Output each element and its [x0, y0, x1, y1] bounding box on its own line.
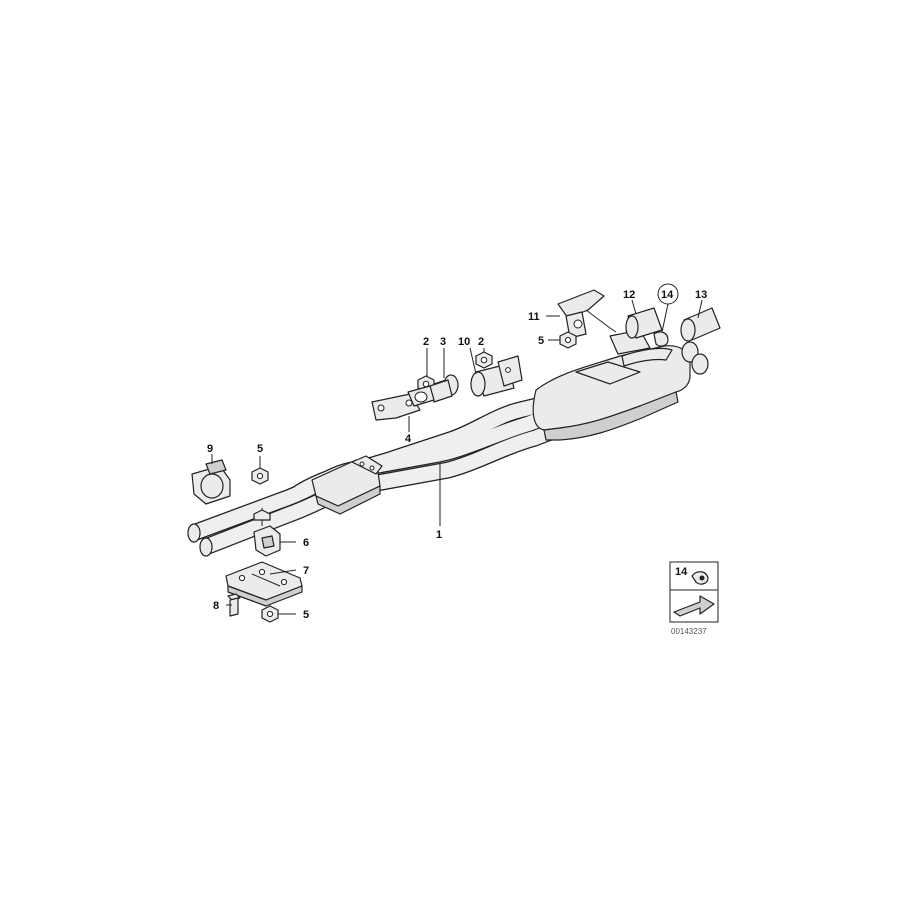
rear-silencer: [532, 329, 709, 441]
pipe-item-10: [470, 355, 523, 397]
nut-item-5-lower: [261, 605, 279, 623]
nut-item-5-upper: [559, 331, 577, 349]
clamp-item-9: [191, 459, 231, 505]
callout-9: 9: [207, 443, 213, 455]
leader-lines: [211, 299, 703, 615]
legend-label-14: 14: [675, 566, 688, 578]
callout-11: 11: [528, 311, 540, 323]
callout-5-upper: 5: [538, 335, 544, 347]
legend-clip-dot: [699, 575, 705, 581]
callout-14: 14: [661, 289, 674, 301]
callout-14-circle: [657, 283, 679, 305]
pipe-sleeve-item-3: [429, 374, 459, 403]
tailpipe-trim-item-13: [680, 307, 721, 342]
center-resonator: [311, 455, 383, 515]
callout-12: 12: [623, 289, 635, 301]
nut-item-5-left: [251, 467, 269, 485]
flange-item-4: [371, 385, 435, 421]
callout-5-left: 5: [257, 443, 263, 455]
callout-10: 10: [458, 336, 470, 348]
callout-13: 13: [695, 289, 707, 301]
callout-8: 8: [213, 600, 219, 612]
callout-4: 4: [405, 433, 412, 445]
legend-arrow-icon: [673, 595, 715, 617]
nut-item-2b: [475, 351, 493, 369]
callout-labels: 1 2 2 3 4 5 5 5 6 7 8 9 10 11 12 13 14: [207, 283, 707, 621]
clip-item-14: [653, 331, 669, 347]
callout-6: 6: [303, 537, 309, 549]
legend-frame: [669, 561, 719, 623]
rubber-mount-item-6: [253, 508, 281, 557]
legend-box: 14 00143237: [669, 561, 719, 636]
hanger-bracket-item-11: [557, 289, 617, 339]
bolt-item-8: [227, 593, 241, 617]
callout-5-lower: 5: [303, 609, 309, 621]
callout-1: 1: [436, 529, 442, 541]
callout-2a: 2: [423, 336, 429, 348]
callout-7: 7: [303, 565, 309, 577]
callout-3: 3: [440, 336, 446, 348]
image-code: 00143237: [671, 627, 707, 636]
callout-2b: 2: [478, 336, 484, 348]
